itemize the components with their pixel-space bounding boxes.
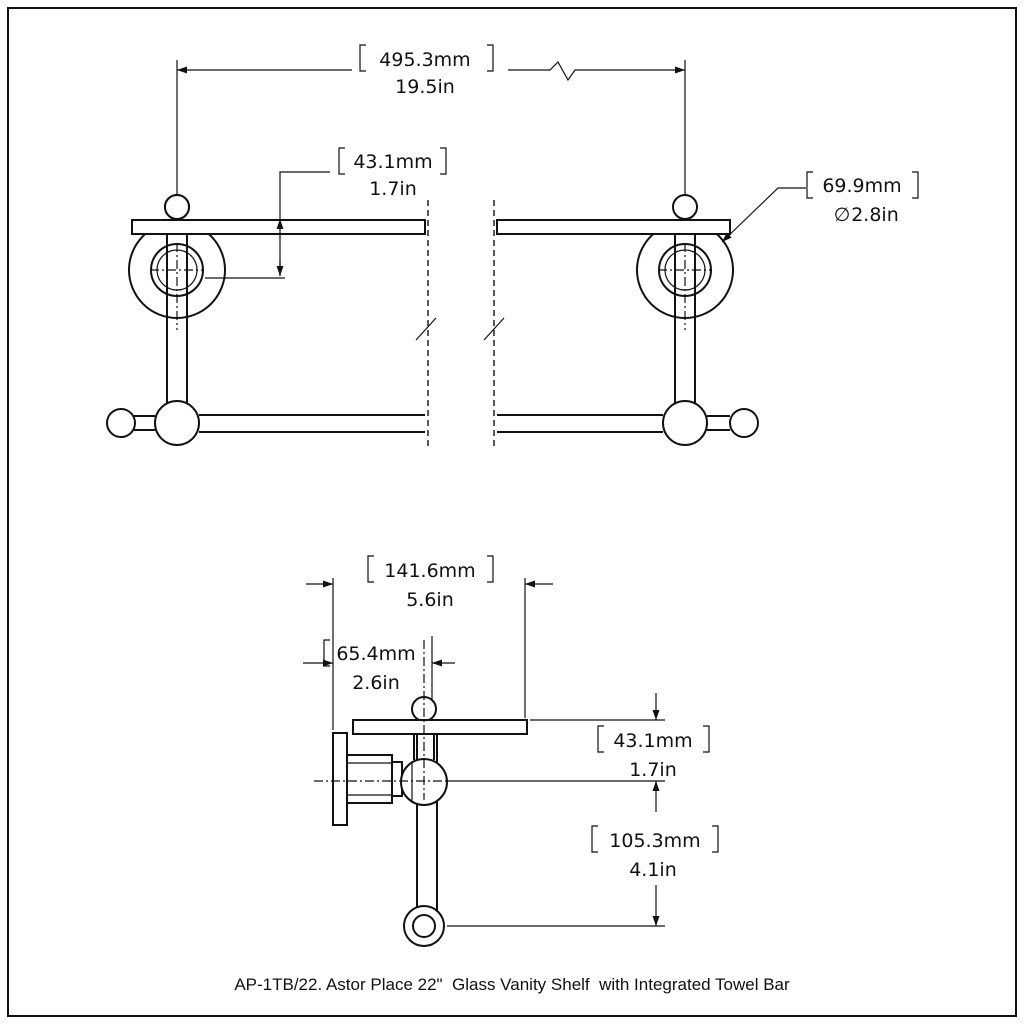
front-view: 495.3mm 19.5in 43.1mm 1.7in 69.9mm ∅ 2.8… [106,44,919,450]
dim-shelf-depth-in: 5.6in [406,589,454,611]
drawing-border [7,7,1017,1017]
towel-bar-end [403,905,445,947]
dim-flange-diameter-mm: 69.9mm [822,175,901,197]
side-glass-shelf [352,719,528,735]
dim-overall-width-in: 19.5in [395,76,455,98]
dim-flange-diameter-in: 2.8in [851,204,899,226]
dim-shelf-depth-mm: 141.6mm [384,560,475,582]
dim-shelf-center-side-mm: 43.1mm [613,730,692,752]
dim-flange-diameter-symbol: ∅ [834,204,851,226]
drawing-caption: AP-1TB/22. Astor Place 22" Glass Vanity … [234,975,790,994]
dim-wall-post-in: 2.6in [352,672,400,694]
wall-flange [332,732,348,826]
dim-center-towel-bar-in: 4.1in [629,859,677,881]
dim-wall-post-mm: 65.4mm [336,643,415,665]
dim-shelf-center-front-in: 1.7in [369,178,417,200]
dim-center-towel-bar-mm: 105.3mm [609,830,700,852]
left-glass-shelf [131,219,426,235]
left-bracket [106,194,226,446]
dim-shelf-center-front-mm: 43.1mm [353,151,432,173]
right-glass-shelf [496,219,731,235]
right-bracket [636,220,759,446]
side-view: 141.6mm 5.6in 65.4mm 2.6in 43.1mm 1.7in … [303,555,719,947]
dim-overall-width-mm: 495.3mm [379,49,470,71]
dim-shelf-center-side-in: 1.7in [629,759,677,781]
